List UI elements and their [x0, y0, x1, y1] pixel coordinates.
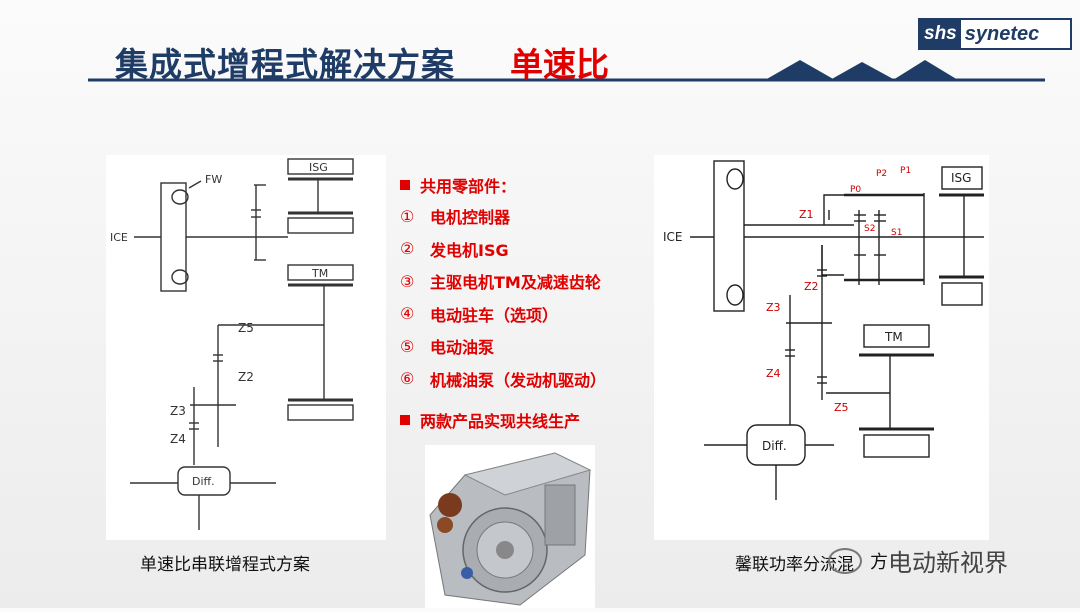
power-split-hybrid-diagram: ICE ISG TM Z1 Z2 Z3 Z4 Z5 P0 P1 P2 S1 S2… [663, 160, 984, 500]
tm-label: TM [311, 267, 328, 280]
logo-part2: synetec [964, 22, 1040, 45]
item-text: 电动驻车（选项） [430, 305, 559, 325]
z4-label: Z4 [170, 432, 186, 446]
z2-label: Z2 [804, 280, 819, 293]
logo-part1: shs [920, 20, 961, 48]
z5-label: Z5 [834, 401, 849, 414]
item-text: 主驱电机TM及减速齿轮 [430, 273, 601, 293]
item-text: 机械油泵（发动机驱动） [430, 370, 607, 390]
right-diagram-panel: ICE ISG TM Z1 Z2 Z3 Z4 Z5 P0 P1 P2 S1 S2… [654, 155, 989, 540]
diff-label: Diff. [192, 475, 215, 488]
left-diagram-panel: FW ICE ISG TM Z5 Z2 Z3 Z4 Diff. [106, 155, 386, 540]
item-number: ② [400, 239, 415, 259]
series-range-extender-diagram: FW ICE ISG TM Z5 Z2 Z3 Z4 Diff. [110, 158, 354, 530]
item-text: 电机控制器 [430, 208, 511, 228]
item-number: ③ [400, 271, 415, 291]
s2-label: S2 [864, 224, 875, 234]
square-bullet-icon [400, 180, 410, 190]
product-photo [425, 445, 595, 608]
item-number: ⑥ [400, 369, 415, 389]
shared-components-heading: 共用零部件： [400, 170, 660, 200]
right-caption: 馨联功率分流混 [735, 555, 854, 575]
item-number: ④ [400, 304, 415, 324]
s1-label: S1 [891, 228, 902, 238]
z3-label: Z3 [766, 301, 781, 314]
p1-label: P1 [900, 166, 911, 176]
z2-label: Z2 [238, 370, 254, 384]
list-item: ⑤ 电动油泵 [400, 330, 660, 363]
shared-production-heading: 两款产品实现共线生产 [400, 405, 660, 435]
heading-text: 两款产品实现共线生产 [420, 412, 581, 431]
p2-label: P2 [876, 169, 887, 179]
shared-components-list: 共用零部件： ① 电机控制器 ② 发电机ISG ③ 主驱电机TM及减速齿轮 ④ 电动驻车… [400, 170, 660, 435]
heading-text: 共用零部件： [420, 177, 517, 196]
list-item: ① 电机控制器 [400, 200, 660, 233]
isg-label: ISG [951, 171, 971, 185]
list-item: ③ 主驱电机TM及减速齿轮 [400, 265, 660, 298]
z4-label: Z4 [766, 367, 781, 380]
left-caption: 单速比串联增程式方案 [140, 555, 310, 575]
list-item: ⑥ 机械油泵（发动机驱动） [400, 363, 660, 396]
diff-label: Diff. [762, 439, 787, 453]
item-text: 发电机ISG [430, 240, 509, 260]
page-title-accent: 单速比 [510, 45, 609, 84]
ice-label: ICE [663, 230, 683, 244]
square-bullet-icon [400, 415, 410, 425]
item-number: ① [400, 206, 415, 226]
header-decoration [88, 60, 1045, 82]
list-item: ④ 电动驻车（选项） [400, 298, 660, 331]
company-logo: shs synetec [918, 18, 1072, 50]
watermark-text: 电动新视界 [888, 549, 1008, 577]
fw-label: FW [205, 173, 222, 186]
watermark-prefix: 方 [870, 551, 888, 573]
p0-label: P0 [850, 185, 861, 195]
page-title: 集成式增程式解决方案 [115, 45, 455, 84]
watermark: 方 电动新视界 [828, 543, 1008, 578]
wechat-icon [828, 547, 862, 574]
z3-label: Z3 [170, 404, 186, 418]
isg-label: ISG [309, 161, 328, 174]
ice-label: ICE [110, 231, 128, 244]
z5-label: Z5 [238, 321, 254, 335]
z1-label: Z1 [799, 208, 814, 221]
list-item: ② 发电机ISG [400, 233, 660, 266]
tm-label: TM [884, 330, 903, 344]
item-number: ⑤ [400, 336, 415, 356]
item-text: 电动油泵 [430, 338, 495, 358]
